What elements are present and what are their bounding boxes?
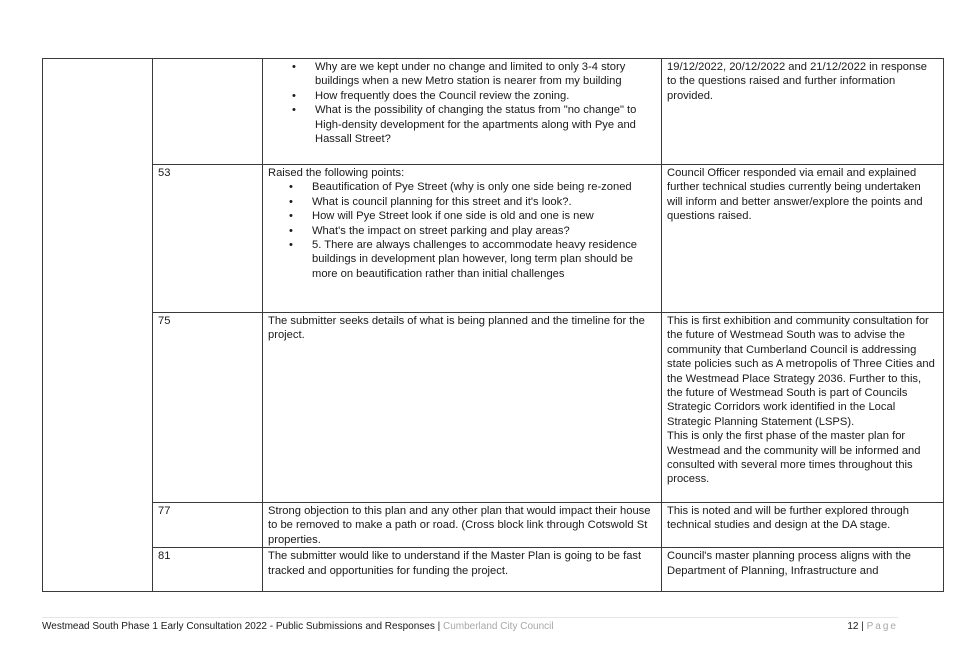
page-number: 12 | Page bbox=[847, 620, 898, 633]
response-paragraph: This is first exhibition and community c… bbox=[667, 315, 935, 428]
list-item: What is council planning for this street… bbox=[289, 195, 656, 210]
response-cell: This is first exhibition and community c… bbox=[661, 312, 944, 503]
table-row: 77 Strong objection to this plan and any… bbox=[43, 501, 944, 549]
table-row: 75 The submitter seeks details of what i… bbox=[43, 312, 944, 503]
list-item: What's the impact on street parking and … bbox=[289, 224, 656, 239]
table-row: Why are we kept under no change and limi… bbox=[42, 57, 944, 593]
submissions-table: Why are we kept under no change and limi… bbox=[42, 57, 944, 593]
submission-id-cell: 81 bbox=[152, 547, 263, 593]
list-item: 5. There are always challenges to accomm… bbox=[289, 238, 656, 281]
response-cell: Council's master planning process aligns… bbox=[661, 547, 944, 593]
submission-intro: Raised the following points: bbox=[268, 167, 405, 179]
page-number-value: 12 | bbox=[847, 621, 867, 632]
list-item: How will Pye Street look if one side is … bbox=[289, 209, 656, 224]
page-footer: Westmead South Phase 1 Early Consultatio… bbox=[42, 617, 898, 633]
submission-cell: The submitter seeks details of what is b… bbox=[262, 312, 662, 503]
response-paragraph: This is only the first phase of the mast… bbox=[667, 430, 921, 486]
footer-org-name: Cumberland City Council bbox=[442, 621, 554, 632]
submission-cell: Raised the following points: Beautificat… bbox=[262, 164, 662, 313]
submission-cell: Strong objection to this plan and any ot… bbox=[262, 501, 662, 549]
blank-cell bbox=[42, 57, 153, 593]
submission-id-cell: 53 bbox=[152, 164, 263, 313]
response-cell: 19/12/2022, 20/12/2022 and 21/12/2022 in… bbox=[661, 58, 944, 165]
list-item: Why are we kept under no change and limi… bbox=[292, 60, 656, 89]
submission-id-cell: 75 bbox=[152, 312, 263, 503]
response-cell: This is noted and will be further explor… bbox=[661, 501, 944, 549]
page-word: Page bbox=[866, 621, 898, 632]
footer-doc-title: Westmead South Phase 1 Early Consultatio… bbox=[42, 621, 443, 632]
list-item: Beautification of Pye Street (why is onl… bbox=[289, 180, 656, 195]
table-row: 81 The submitter would like to understan… bbox=[43, 547, 944, 593]
table-row: 53 Raised the following points: Beautifi… bbox=[43, 164, 944, 313]
list-item: What is the possibility of changing the … bbox=[292, 103, 656, 146]
list-item: How frequently does the Council review t… bbox=[292, 89, 656, 104]
submission-id-cell bbox=[152, 58, 263, 165]
response-cell: Council Officer responded via email and … bbox=[661, 164, 944, 313]
submission-cell: Why are we kept under no change and limi… bbox=[262, 58, 662, 165]
submission-cell: The submitter would like to understand i… bbox=[262, 547, 662, 593]
submission-id-cell: 77 bbox=[152, 501, 263, 549]
